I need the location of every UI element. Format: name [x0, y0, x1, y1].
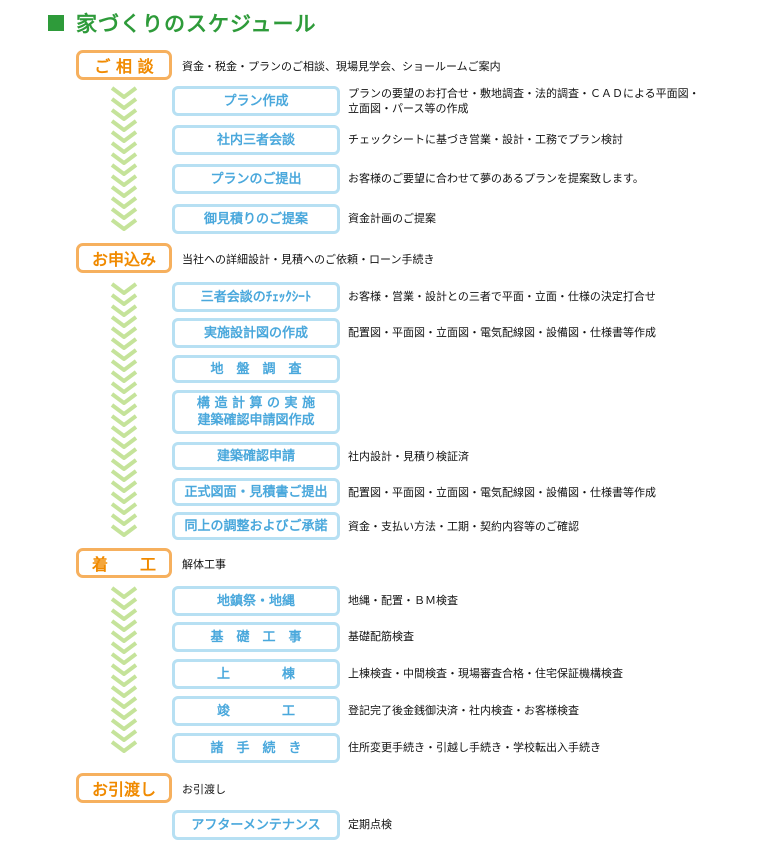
step-3-3-box: 上 棟 [172, 659, 340, 689]
phase-2-chevron-arrow-icon [108, 282, 140, 537]
step-2-6-box: 正式図面・見積書ご提出 [172, 478, 340, 506]
phase-4-description: お引渡し [182, 783, 226, 796]
step-1-4-description: 資金計画のご提案 [348, 212, 436, 225]
phase-3-chevron-arrow-icon [108, 586, 140, 760]
step-2-7-box: 同上の調整およびご承諾 [172, 512, 340, 540]
step-2-5-description: 社内設計・見積り検証済 [348, 450, 469, 463]
step-3-4-box: 竣 工 [172, 696, 340, 726]
step-1-2-box: 社内三者会談 [172, 125, 340, 155]
phase-2-description: 当社への詳細設計・見積へのご依頼・ローン手続き [182, 253, 435, 266]
step-3-1-description: 地縄・配置・ＢＭ検査 [348, 594, 458, 607]
phase-3-box: 着 工 [76, 548, 172, 578]
page-heading: 家づくりのスケジュール [48, 8, 317, 38]
step-1-1-box: プラン作成 [172, 86, 340, 116]
step-3-3-description: 上棟検査・中間検査・現場審査合格・住宅保証機構検査 [348, 667, 623, 680]
step-2-5-box: 建築確認申請 [172, 442, 340, 470]
step-4-1-box: アフターメンテナンス [172, 810, 340, 840]
step-3-2-description: 基礎配筋検査 [348, 630, 414, 643]
step-1-3-box: プランのご提出 [172, 164, 340, 194]
heading-square-icon [48, 15, 64, 31]
step-3-2-box: 基 礎 工 事 [172, 622, 340, 652]
step-4-1-description: 定期点検 [348, 818, 392, 831]
step-1-4-box: 御見積りのご提案 [172, 204, 340, 234]
step-1-2-description: チェックシートに基づき営業・設計・工務でプラン検討 [348, 133, 623, 146]
step-2-1-description: お客様・営業・設計との三者で平面・立面・仕様の決定打合せ [348, 290, 656, 303]
step-1-1-description: プランの要望のお打合せ・敷地調査・法的調査・ＣＡＤによる平面図・ 立面図・パース… [348, 87, 700, 115]
step-2-2-box: 実施設計図の作成 [172, 318, 340, 348]
step-2-2-description: 配置図・平面図・立面図・電気配線図・設備図・仕様書等作成 [348, 326, 656, 339]
step-3-1-box: 地鎮祭・地縄 [172, 586, 340, 616]
phase-2-box: お申込み [76, 243, 172, 273]
phase-1-chevron-arrow-icon [108, 86, 140, 232]
step-2-1-box: 三者会談のﾁｪｯｸｼｰﾄ [172, 282, 340, 312]
phase-4-box: お引渡し [76, 773, 172, 803]
phase-1-description: 資金・税金・プランのご相談、現場見学会、ショールームご案内 [182, 60, 501, 73]
step-3-5-description: 住所変更手続き・引越し手続き・学校転出入手続き [348, 741, 601, 754]
step-2-4-box: 構 造 計 算 の 実 施 建築確認申請図作成 [172, 390, 340, 434]
step-3-5-box: 諸 手 続 き [172, 733, 340, 763]
step-2-6-description: 配置図・平面図・立面図・電気配線図・設備図・仕様書等作成 [348, 486, 656, 499]
step-2-7-description: 資金・支払い方法・工期・契約内容等のご確認 [348, 520, 579, 533]
step-2-3-box: 地 盤 調 査 [172, 355, 340, 383]
phase-3-description: 解体工事 [182, 558, 226, 571]
page-title: 家づくりのスケジュール [76, 12, 317, 36]
step-3-4-description: 登記完了後金銭御決済・社内検査・お客様検査 [348, 704, 579, 717]
step-1-3-description: お客様のご要望に合わせて夢のあるプランを提案致します。 [348, 172, 644, 185]
phase-1-box: ご 相 談 [76, 50, 172, 80]
